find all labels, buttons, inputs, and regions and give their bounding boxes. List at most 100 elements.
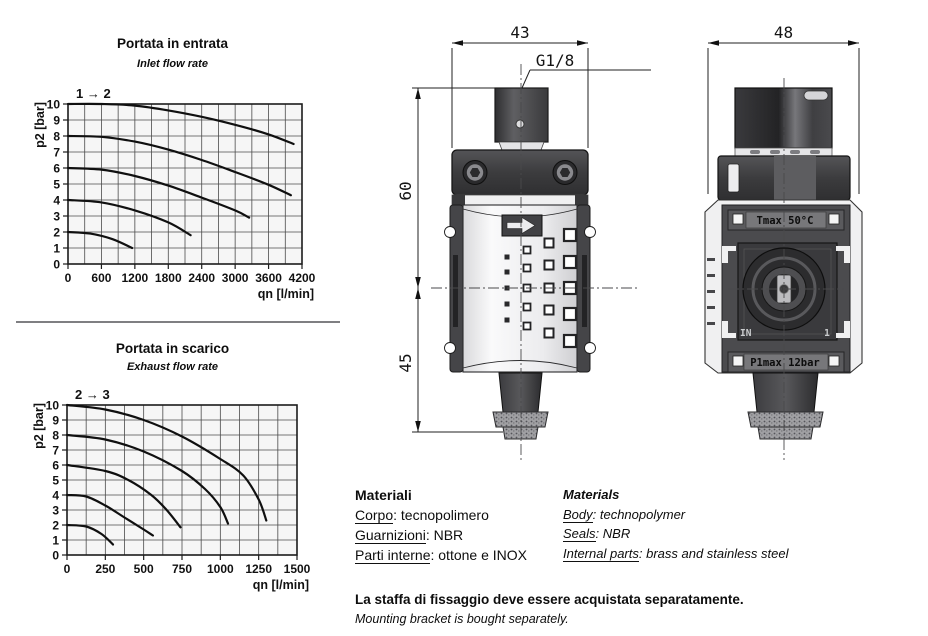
y-tick-label: 9 — [53, 114, 60, 128]
flow-curve — [65, 463, 182, 529]
y-tick-label: 5 — [53, 178, 60, 192]
strip-screw — [828, 213, 840, 225]
x-tick-label: 1250 — [245, 562, 272, 576]
bracket-note-it: La staffa di fissaggio deve essere acqui… — [355, 592, 744, 607]
front-height-dimension-60: 60 — [396, 87, 495, 288]
materials-title-it: Materiali — [355, 487, 412, 503]
arrowhead-icon — [708, 40, 719, 46]
y-tick-label: 4 — [52, 489, 59, 503]
joint-end — [452, 195, 465, 205]
ratchet-mark — [810, 150, 820, 154]
port-collar — [498, 141, 545, 151]
flow-curve — [66, 198, 192, 237]
y-tick-label: 4 — [53, 194, 60, 208]
vent-square — [522, 245, 532, 255]
x-tick-label: 750 — [172, 562, 192, 576]
adjustment-stem — [498, 372, 543, 413]
arrowhead-icon — [415, 277, 421, 288]
vent-square — [543, 259, 555, 271]
in-port-label: IN — [740, 328, 752, 339]
flange-mark — [707, 306, 715, 309]
technical-drawings: 43 G1/8 60 45 — [396, 23, 863, 460]
leader-line — [521, 69, 531, 89]
vent-square — [543, 304, 555, 316]
material-row: Parti interne: ottone e INOX — [355, 545, 527, 565]
flow-direction-annotation: 1 → 2 — [76, 86, 111, 101]
y-tick-label: 6 — [52, 459, 59, 473]
vent-square — [562, 254, 578, 270]
front-height-dimension-45: 45 — [396, 288, 503, 433]
arrowhead-icon — [415, 88, 421, 99]
inlet-chart-subtitle: Inlet flow rate — [137, 58, 208, 70]
arrowhead-icon — [415, 288, 421, 299]
flow-curve — [65, 433, 230, 525]
ratchet-mark — [770, 150, 780, 154]
material-row: Corpo: tecnopolimero — [355, 505, 527, 525]
flow-curve — [66, 134, 292, 197]
material-term: Corpo — [355, 507, 394, 524]
pmax-label-strip: P1max 12bar — [727, 351, 845, 373]
material-row: Body: technopolymer — [563, 505, 788, 525]
shell-corner — [722, 321, 736, 338]
x-tick-label: 3000 — [222, 271, 249, 285]
bracket-note-en: Mounting bracket is bought separately. — [355, 612, 569, 626]
x-tick-label: 1500 — [284, 562, 311, 576]
cap-body-joint — [451, 194, 589, 206]
x-tick-label: 2400 — [188, 271, 215, 285]
y-axis-label: p2 [bar] — [33, 102, 47, 148]
vent-square — [504, 254, 510, 260]
vent-square — [562, 333, 578, 349]
dimension-value: 45 — [396, 353, 415, 372]
material-term: Parti interne — [355, 547, 431, 564]
vent-square — [562, 306, 578, 322]
shell-corner — [722, 246, 736, 263]
port-thread-label: G1/8 — [521, 51, 651, 89]
material-term: Body — [563, 506, 593, 523]
knurled-nut — [492, 411, 549, 428]
ratchet-mark — [790, 150, 800, 154]
flow-direction-annotation: 2 → 3 — [75, 387, 110, 402]
y-tick-label: 8 — [52, 429, 59, 443]
section-divider — [16, 321, 340, 323]
y-tick-label: 1 — [53, 242, 60, 256]
material-term: Guarnizioni — [355, 527, 426, 544]
y-tick-label: 3 — [53, 210, 60, 224]
strip-screw — [828, 355, 840, 367]
vent-square — [504, 317, 510, 323]
vent-square — [522, 302, 532, 312]
collar-center — [774, 156, 816, 200]
port-thread-value: G1/8 — [536, 51, 575, 70]
knurled-nut-tip — [502, 426, 539, 440]
y-tick-label: 10 — [46, 399, 60, 413]
material-row: Seals: NBR — [563, 524, 788, 544]
shell-corner — [836, 246, 850, 263]
arrowhead-icon — [452, 40, 463, 46]
materials-title-en: Materials — [563, 487, 620, 502]
body-bottom-curve — [462, 360, 578, 369]
x-tick-label: 600 — [91, 271, 111, 285]
flange-mark — [707, 290, 715, 293]
shell-corner — [836, 321, 850, 338]
x-tick-label: 1000 — [207, 562, 234, 576]
inlet-port-block — [494, 87, 549, 143]
out-port-label: 1 — [824, 328, 830, 339]
side-width-dimension: 48 — [707, 23, 860, 194]
flange-mark — [707, 258, 715, 261]
y-tick-label: 0 — [53, 258, 60, 272]
material-term: Seals — [563, 526, 596, 542]
y-tick-label: 5 — [52, 474, 59, 488]
vent-square — [522, 321, 532, 331]
port-hole — [515, 119, 525, 129]
y-tick-label: 1 — [52, 534, 59, 548]
inlet-chart-title: Portata in entrata — [116, 36, 229, 51]
x-tick-label: 250 — [95, 562, 115, 576]
x-tick-label: 4200 — [289, 271, 316, 285]
y-tick-label: 2 — [52, 519, 59, 533]
x-tick-label: 0 — [64, 562, 71, 576]
x-tick-label: 1200 — [122, 271, 149, 285]
vent-square — [504, 301, 510, 307]
strip-screw — [732, 213, 744, 225]
